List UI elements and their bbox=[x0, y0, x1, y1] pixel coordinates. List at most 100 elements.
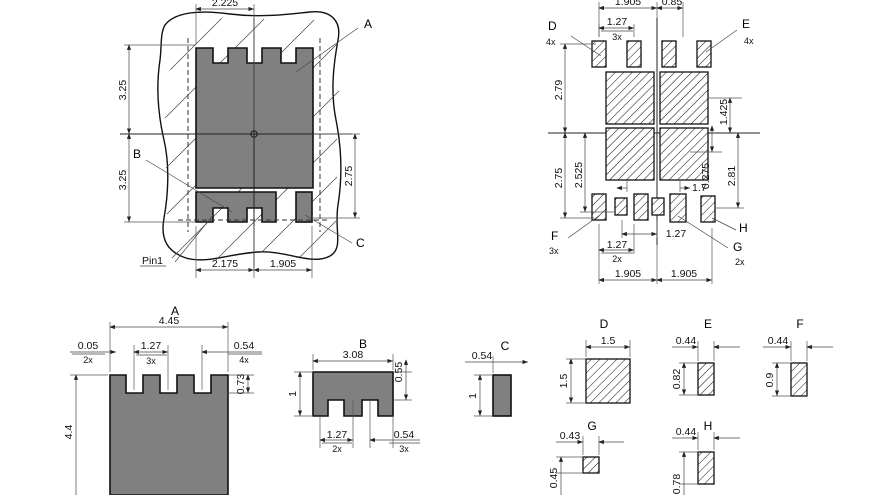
detail-label: C bbox=[501, 339, 510, 353]
callout-F: F 3x bbox=[549, 214, 601, 256]
callout-label: A bbox=[364, 17, 372, 31]
dim-b-054: 0.54 3x bbox=[369, 400, 420, 454]
dim-value: 1 bbox=[287, 391, 299, 397]
dim-a-127: 1.27 3x bbox=[133, 340, 169, 390]
detail-label: H bbox=[704, 419, 713, 433]
dim-value: 0.44 bbox=[676, 426, 697, 438]
dim-value: 0.275 bbox=[700, 163, 712, 189]
dim-a-073: 0.73 bbox=[228, 374, 254, 395]
dim-lp-127-top: 1.27 3x bbox=[598, 16, 635, 42]
callout-label: F bbox=[551, 229, 558, 243]
detail-view-F: F 0.44 0.9 bbox=[763, 317, 833, 397]
callout-label: H bbox=[739, 221, 748, 235]
dim-value: 2.79 bbox=[553, 80, 565, 101]
dim-value: 2.225 bbox=[212, 0, 238, 9]
detail-label: F bbox=[796, 317, 803, 331]
dim-value: 1.27 bbox=[607, 239, 628, 251]
dim-d-h: 1.5 bbox=[558, 358, 586, 404]
callout-label: Pin1 bbox=[142, 255, 163, 267]
dim-value: 1.27 bbox=[607, 16, 628, 28]
detail-label: B bbox=[359, 337, 367, 351]
dim-qty: 2x bbox=[332, 444, 342, 454]
callout-label: G bbox=[733, 240, 742, 254]
dim-value: 1.905 bbox=[270, 258, 296, 270]
dim-2225: 2.225 bbox=[195, 0, 255, 130]
callout-H: H bbox=[711, 217, 748, 235]
dim-lp-top: 1.905 0.85 bbox=[598, 0, 684, 37]
detail-view-C: C 0.54 1 bbox=[465, 339, 528, 417]
detail-view-A: A 4.45 0.05 2x 1.27 3x 0. bbox=[63, 304, 262, 495]
detail-label: A bbox=[171, 304, 179, 318]
dim-value: 0.73 bbox=[235, 374, 247, 395]
dim-value: 0.44 bbox=[768, 335, 789, 347]
dim-lp-bottom: 1.905 1.905 bbox=[598, 228, 713, 284]
dim-a-054: 0.54 4x bbox=[201, 340, 262, 390]
dim-b-127: 1.27 2x bbox=[319, 400, 354, 454]
dim-value: 1.905 bbox=[671, 268, 697, 280]
dim-value: 0.45 bbox=[548, 468, 560, 489]
dim-value: 4.45 bbox=[159, 315, 180, 327]
callout-pin1: Pin1 bbox=[140, 213, 215, 267]
dim-value: 0.54 bbox=[234, 340, 255, 352]
callout-D: D 4x bbox=[546, 19, 602, 57]
dim-lp-127-bot: 1.27 2x bbox=[598, 224, 635, 264]
dim-value: 3.25 bbox=[117, 170, 129, 191]
dim-c-1: 1 bbox=[467, 374, 493, 417]
dim-value: 2.75 bbox=[343, 166, 355, 187]
dim-e-h: 0.82 bbox=[671, 362, 698, 396]
dim-lp-279: 2.79 bbox=[553, 43, 596, 133]
dim-lp-281: 2.81 bbox=[716, 132, 744, 209]
dim-qty: 3x bbox=[146, 356, 156, 366]
dim-value: 1.905 bbox=[615, 268, 641, 280]
dim-275: 2.75 bbox=[312, 133, 360, 219]
dim-lp-127-mid: 1.27 bbox=[621, 220, 687, 240]
dim-value: 1.27 bbox=[666, 228, 687, 240]
dim-value: 0.43 bbox=[560, 430, 581, 442]
dim-325-lower: 3.25 bbox=[117, 133, 196, 223]
dim-value: 0.54 bbox=[472, 350, 493, 362]
dim-value: 2.75 bbox=[553, 168, 565, 189]
callout-label: D bbox=[548, 19, 557, 33]
dim-b-1: 1 bbox=[287, 371, 313, 417]
dim-value: 3.25 bbox=[117, 80, 129, 101]
callout-label: B bbox=[133, 147, 141, 161]
detail-view-E: E 0.44 0.82 bbox=[671, 317, 740, 396]
dim-value: 1.7 bbox=[692, 182, 707, 194]
dim-qty: 3x bbox=[612, 32, 622, 42]
callout-G: G 2x bbox=[677, 215, 745, 267]
dim-lp-0275: 0.275 bbox=[690, 125, 722, 189]
callout-C: C bbox=[304, 214, 365, 250]
detail-label: D bbox=[600, 317, 609, 331]
dim-a-005: 0.05 2x bbox=[70, 340, 116, 365]
callout-qty: 4x bbox=[546, 37, 556, 47]
dim-c-054: 0.54 bbox=[465, 350, 528, 373]
callout-B: B bbox=[133, 147, 233, 213]
dim-e-w: 0.44 bbox=[672, 335, 740, 361]
dim-lp-1425: 1.425 bbox=[708, 97, 742, 133]
callout-qty: 2x bbox=[735, 257, 745, 267]
dim-f-h: 0.9 bbox=[764, 362, 791, 397]
detail-label: G bbox=[587, 419, 596, 433]
dim-b-308: 3.08 bbox=[312, 349, 394, 370]
dim-value: 1.905 bbox=[615, 0, 641, 8]
callout-A: A bbox=[295, 17, 372, 73]
dim-value: 1.27 bbox=[141, 340, 162, 352]
dim-value: 0.85 bbox=[662, 0, 683, 8]
dim-a-445: 4.45 bbox=[109, 315, 229, 372]
dim-value: 1.5 bbox=[601, 335, 616, 347]
dim-lp-17: 1.7 bbox=[616, 180, 707, 194]
callout-E: E 4x bbox=[705, 17, 754, 53]
detail-label: E bbox=[704, 317, 712, 331]
dim-value: 3.08 bbox=[343, 349, 364, 361]
detail-view-H: H 0.44 0.78 bbox=[671, 419, 740, 495]
dim-value: 1.425 bbox=[718, 99, 730, 125]
dim-value: 0.78 bbox=[671, 474, 683, 495]
dim-value: 2.525 bbox=[573, 162, 585, 188]
detail-view-G: G 0.43 0.45 bbox=[548, 419, 624, 495]
dim-lp-2525: 2.525 bbox=[573, 132, 614, 213]
dim-b-055: 0.55 bbox=[393, 359, 412, 401]
dim-325-upper: 3.25 bbox=[117, 44, 196, 134]
callout-qty: 3x bbox=[549, 246, 559, 256]
dim-value: 1.5 bbox=[558, 374, 570, 389]
